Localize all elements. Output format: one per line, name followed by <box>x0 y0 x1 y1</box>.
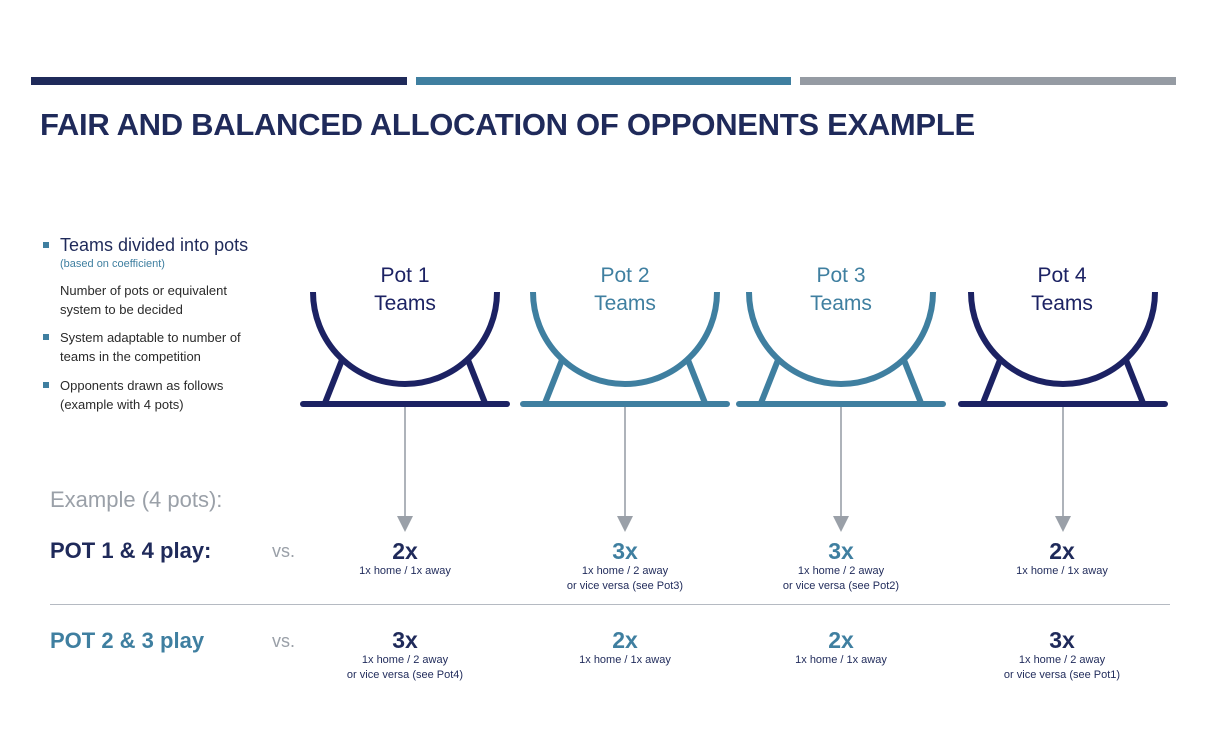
header-bar-gray <box>800 77 1176 85</box>
page-title: FAIR AND BALANCED ALLOCATION OF OPPONENT… <box>40 107 975 142</box>
pot-2-subtitle: Teams <box>594 292 656 315</box>
match-detail: 1x home / 2 away <box>581 565 669 577</box>
bowl-arc <box>530 291 720 387</box>
pot-4-bowl <box>958 291 1168 532</box>
bullet-item-adaptable: System adaptable to number of teams in t… <box>42 328 282 366</box>
bowl-arc <box>310 291 500 387</box>
row-1-pot-3-cell: 3x 1x home / 2 away or vice versa (see P… <box>741 538 941 594</box>
row-1-pot-1-cell: 2x 1x home / 1x away <box>305 538 505 579</box>
match-detail: 1x home / 1x away <box>579 654 671 666</box>
header-bar-blue <box>416 77 791 85</box>
match-count: 2x <box>392 538 418 564</box>
row-2-vs: vs. <box>272 631 296 651</box>
match-count: 3x <box>612 538 638 564</box>
row-2-pot-1-cell: 3x 1x home / 2 away or vice versa (see P… <box>305 627 505 683</box>
bullet-text: Opponents drawn as follows (example with… <box>60 378 224 412</box>
row-divider <box>50 604 1170 605</box>
match-detail-extra: or vice versa (see Pot4) <box>346 669 464 681</box>
row-1-pot-4-cell: 2x 1x home / 1x away <box>962 538 1162 579</box>
pot-1-bowl <box>300 291 510 532</box>
bullet-note: Number of pots or equivalent system to b… <box>60 283 227 317</box>
bowl-leg-right <box>1123 358 1146 405</box>
match-count: 3x <box>828 538 854 564</box>
bullet-item-pots: Teams divided into pots (based on coeffi… <box>42 234 282 319</box>
match-detail-extra: or vice versa (see Pot2) <box>782 580 900 592</box>
bullet-list: Teams divided into pots (based on coeffi… <box>42 234 282 414</box>
pot-3-subtitle: Teams <box>810 292 872 315</box>
bullet-item-drawn: Opponents drawn as follows (example with… <box>42 376 282 414</box>
row-2-pot-4-cell: 3x 1x home / 2 away or vice versa (see P… <box>962 627 1162 683</box>
bullet-square-icon <box>43 242 49 248</box>
row-1-vs: vs. <box>272 541 296 561</box>
pot-2-title: Pot 2 <box>600 264 650 287</box>
match-detail: 1x home / 1x away <box>795 654 887 666</box>
header-bar-navy <box>31 77 407 85</box>
match-detail: 1x home / 2 away <box>797 565 885 577</box>
bowl-leg-left <box>980 358 1003 405</box>
match-detail: 1x home / 1x away <box>1016 565 1108 577</box>
pot-3-label: Pot 3 Teams <box>741 262 941 318</box>
bullet-text: System adaptable to number of teams in t… <box>60 330 241 364</box>
bowl-arc <box>968 291 1158 387</box>
match-detail: 1x home / 2 away <box>361 654 449 666</box>
pot-2-label: Pot 2 Teams <box>525 262 725 318</box>
bowl-leg-right <box>465 358 488 405</box>
row-1-pot-2-cell: 3x 1x home / 2 away or vice versa (see P… <box>525 538 725 594</box>
bullet-subnote: (based on coefficient) <box>60 258 165 270</box>
pot-4-subtitle: Teams <box>1031 292 1093 315</box>
match-detail: 1x home / 2 away <box>1018 654 1106 666</box>
match-detail-extra: or vice versa (see Pot3) <box>566 580 684 592</box>
bowl-leg-right <box>901 358 924 405</box>
pot-2-bowl <box>520 291 730 532</box>
row-2-pot-3-cell: 2x 1x home / 1x away <box>741 627 941 668</box>
bullet-square-icon <box>43 334 49 340</box>
match-count: 2x <box>828 627 854 653</box>
match-count: 3x <box>1049 627 1075 653</box>
match-count: 3x <box>392 627 418 653</box>
match-count: 2x <box>1049 538 1075 564</box>
bullet-square-icon <box>43 382 49 388</box>
example-label: Example (4 pots): <box>50 487 223 512</box>
row-2-label: POT 2 & 3 play <box>50 628 205 653</box>
match-detail: 1x home / 1x away <box>359 565 451 577</box>
row-2-pot-2-cell: 2x 1x home / 1x away <box>525 627 725 668</box>
match-detail-extra: or vice versa (see Pot1) <box>1003 669 1121 681</box>
bowl-leg-right <box>685 358 708 405</box>
bowl-leg-left <box>758 358 781 405</box>
pot-4-title: Pot 4 <box>1037 264 1087 287</box>
bullet-heading: Teams divided into pots <box>60 235 249 255</box>
row-1-label: POT 1 & 4 play: <box>50 538 212 563</box>
pot-1-label: Pot 1 Teams <box>305 262 505 318</box>
pot-1-title: Pot 1 <box>380 264 430 287</box>
pot-4-label: Pot 4 Teams <box>962 262 1162 318</box>
match-count: 2x <box>612 627 638 653</box>
bowl-leg-left <box>542 358 565 405</box>
pot-1-subtitle: Teams <box>374 292 436 315</box>
bowl-arc <box>746 291 936 387</box>
pot-3-bowl <box>736 291 946 532</box>
bowl-leg-left <box>322 358 345 405</box>
pot-3-title: Pot 3 <box>816 264 866 287</box>
